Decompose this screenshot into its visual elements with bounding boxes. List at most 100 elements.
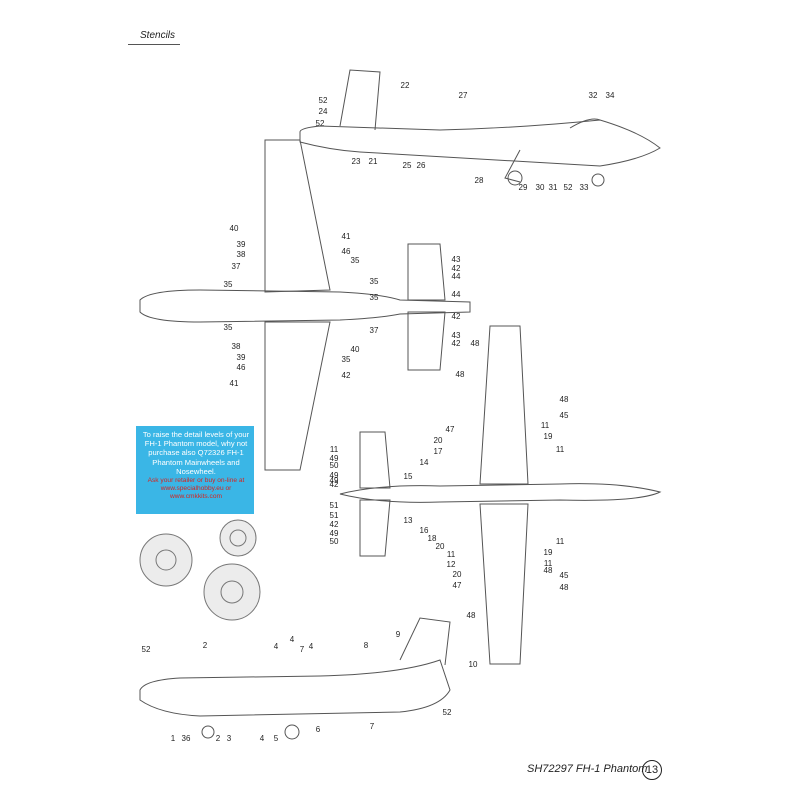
- callout-number: 17: [434, 447, 443, 456]
- callout-number: 16: [420, 526, 429, 535]
- callout-number: 7: [370, 722, 375, 731]
- callout-number: 52: [443, 708, 452, 717]
- callout-number: 47: [446, 425, 455, 434]
- top-side-profile: [299, 69, 661, 187]
- footer-title: SH72297 FH-1 Phantom: [527, 763, 648, 775]
- callout-number: 13: [404, 516, 413, 525]
- callout-number: 4: [260, 734, 265, 743]
- callout-number: 35: [342, 355, 351, 364]
- callout-number: 4: [309, 642, 314, 651]
- callout-number: 52: [319, 96, 328, 105]
- callout-number: 44: [452, 290, 461, 299]
- section-title: Stencils: [140, 30, 176, 41]
- callout-number: 51: [330, 511, 339, 520]
- callout-number: 35: [370, 293, 379, 302]
- callout-number: 48: [471, 339, 480, 348]
- callout-number: 43: [452, 255, 461, 264]
- callout-number: 34: [606, 91, 615, 100]
- page-number: 13: [642, 760, 662, 780]
- callout-number: 2: [216, 734, 221, 743]
- callout-number: 22: [401, 81, 410, 90]
- callout-number: 19: [544, 432, 553, 441]
- callout-number: 40: [230, 224, 239, 233]
- callout-number: 4: [274, 642, 279, 651]
- callout-number: 48: [544, 566, 553, 575]
- callout-number: 35: [370, 277, 379, 286]
- callout-number: 52: [564, 183, 573, 192]
- callout-number: 52: [316, 119, 325, 128]
- callout-number: 42: [330, 520, 339, 529]
- bottom-side-profile: [139, 617, 451, 740]
- callout-number: 11: [556, 537, 565, 546]
- callout-number: 49: [330, 476, 339, 485]
- callout-number: 14: [420, 458, 429, 467]
- callout-number: 42: [452, 312, 461, 321]
- callout-number: 42: [452, 339, 461, 348]
- callout-number: 50: [330, 537, 339, 546]
- callout-number: 29: [519, 183, 528, 192]
- callout-number: 40: [351, 345, 360, 354]
- callout-number: 32: [589, 91, 598, 100]
- callout-number: 2: [203, 641, 208, 650]
- callout-number: 31: [549, 183, 558, 192]
- callout-number: 49: [330, 471, 339, 480]
- callout-number: 39: [237, 240, 246, 249]
- callout-number: 48: [456, 370, 465, 379]
- callout-number: 46: [237, 363, 246, 372]
- callout-number: 11: [544, 559, 553, 568]
- promo-ask-link[interactable]: Ask your retailer or buy on-line at www.…: [147, 477, 245, 501]
- callout-number: 20: [434, 436, 443, 445]
- callout-number: 38: [237, 250, 246, 259]
- callout-number: 48: [467, 611, 476, 620]
- callout-number: 5: [274, 734, 279, 743]
- callout-number: 24: [319, 107, 328, 116]
- callout-number: 20: [453, 570, 462, 579]
- callout-number: 26: [417, 161, 426, 170]
- callout-number: 27: [459, 91, 468, 100]
- promo-text: To raise the detail levels of your FH-1 …: [142, 430, 250, 476]
- callout-number: 6: [316, 725, 321, 734]
- callout-number: 11: [556, 445, 565, 454]
- callout-number: 19: [544, 548, 553, 557]
- callout-number: 46: [342, 247, 351, 256]
- callout-number: 49: [330, 454, 339, 463]
- callout-number: 35: [224, 323, 233, 332]
- callout-number: 47: [453, 581, 462, 590]
- callout-number: 48: [560, 395, 569, 404]
- callout-number: 52: [142, 645, 151, 654]
- callout-number: 9: [396, 630, 401, 639]
- callout-number: 42: [330, 480, 339, 489]
- callout-number: 12: [447, 560, 456, 569]
- callout-number: 35: [224, 280, 233, 289]
- callout-number: 42: [452, 264, 461, 273]
- callout-number: 51: [330, 501, 339, 510]
- callout-number: 50: [330, 461, 339, 470]
- callout-number: 18: [428, 534, 437, 543]
- callout-number: 35: [351, 256, 360, 265]
- callout-number: 48: [560, 583, 569, 592]
- callout-number: 39: [237, 353, 246, 362]
- callout-number: 45: [560, 411, 569, 420]
- callout-number: 38: [232, 342, 241, 351]
- callout-number: 37: [232, 262, 241, 271]
- upper-plan-view: [139, 139, 471, 471]
- lower-plan-view: [339, 325, 662, 665]
- callout-number: 25: [403, 161, 412, 170]
- callout-number: 43: [452, 331, 461, 340]
- callout-number: 45: [560, 571, 569, 580]
- callout-number: 10: [469, 660, 478, 669]
- callout-number: 42: [342, 371, 351, 380]
- header-rule: [128, 44, 180, 45]
- callout-number: 41: [230, 379, 239, 388]
- callout-number: 3: [227, 734, 232, 743]
- callout-number: 49: [330, 529, 339, 538]
- callout-number: 41: [342, 232, 351, 241]
- callout-number: 44: [452, 272, 461, 281]
- callout-number: 30: [536, 183, 545, 192]
- callout-number: 7: [300, 645, 305, 654]
- callout-number: 33: [580, 183, 589, 192]
- callout-number: 28: [475, 176, 484, 185]
- callout-number: 23: [352, 157, 361, 166]
